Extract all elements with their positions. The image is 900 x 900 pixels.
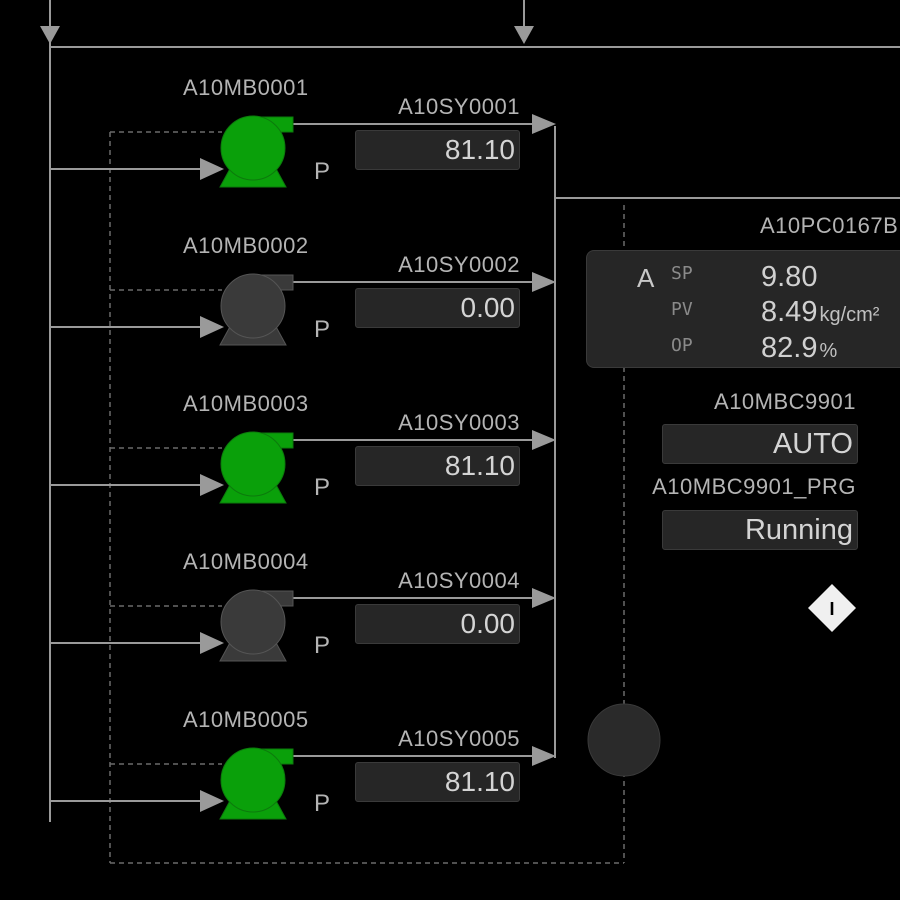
centrifugal-pump-icon[interactable] [219, 431, 294, 504]
pump-tag: A10MB0005 [183, 707, 309, 732]
speed-value-box[interactable]: 81.10 [355, 446, 520, 486]
incoming-arrow-down [514, 26, 534, 44]
pump-type-label: P [314, 790, 331, 817]
discharge-arrow [532, 430, 556, 450]
header-arrow-down [40, 26, 60, 44]
pump-type-label: P [314, 316, 331, 343]
centrifugal-pump-icon[interactable] [219, 589, 294, 662]
centrifugal-pump-icon[interactable] [219, 273, 294, 346]
pid-sp-value[interactable]: 9.80 [761, 261, 818, 293]
pid-op-label: OP [671, 335, 693, 356]
pid-sp-label: SP [671, 263, 693, 284]
suction-arrow [200, 790, 224, 812]
interlock-diamond-icon[interactable]: I [808, 584, 856, 632]
suction-arrow [200, 158, 224, 180]
speed-tag: A10SY0004 [398, 568, 520, 593]
pump-type-label: P [314, 632, 331, 659]
status-circle-icon[interactable] [587, 703, 661, 777]
speed-tag: A10SY0003 [398, 410, 520, 435]
centrifugal-pump-icon[interactable] [219, 115, 294, 188]
interlock-symbol: I [829, 599, 834, 619]
pid-op-unit: % [819, 340, 838, 362]
speed-tag: A10SY0005 [398, 726, 520, 751]
suction-arrow [200, 474, 224, 496]
pid-mode-indicator[interactable]: A [637, 263, 655, 293]
suction-arrow [200, 316, 224, 338]
pid-pv-label: PV [671, 299, 693, 320]
pump-tag: A10MB0001 [183, 75, 309, 100]
pump-type-label: P [314, 158, 331, 185]
pid-pv-unit: kg/cm² [819, 304, 880, 326]
sequence-mode-box[interactable]: AUTO [662, 424, 858, 464]
speed-value-box[interactable]: 81.10 [355, 762, 520, 802]
discharge-arrow [532, 746, 556, 766]
speed-tag: A10SY0002 [398, 252, 520, 277]
pid-op-value[interactable]: 82.9% [761, 332, 838, 364]
sequence-tag: A10MBC9901 [714, 389, 856, 414]
sequence-program-tag: A10MBC9901_PRG [652, 474, 856, 499]
speed-value-box[interactable]: 0.00 [355, 604, 520, 644]
speed-tag: A10SY0001 [398, 94, 520, 119]
pid-tag: A10PC0167B [760, 213, 899, 238]
pump-type-label: P [314, 474, 331, 501]
speed-value-box[interactable]: 81.10 [355, 130, 520, 170]
centrifugal-pump-icon[interactable] [219, 747, 294, 820]
pump-tag: A10MB0002 [183, 233, 309, 258]
discharge-arrow [532, 588, 556, 608]
pump-tag: A10MB0004 [183, 549, 309, 574]
discharge-arrow [532, 272, 556, 292]
discharge-arrow [532, 114, 556, 134]
sequence-program-status[interactable]: Running [662, 510, 858, 550]
speed-value-box[interactable]: 0.00 [355, 288, 520, 328]
pump-tag: A10MB0003 [183, 391, 309, 416]
suction-arrow [200, 632, 224, 654]
